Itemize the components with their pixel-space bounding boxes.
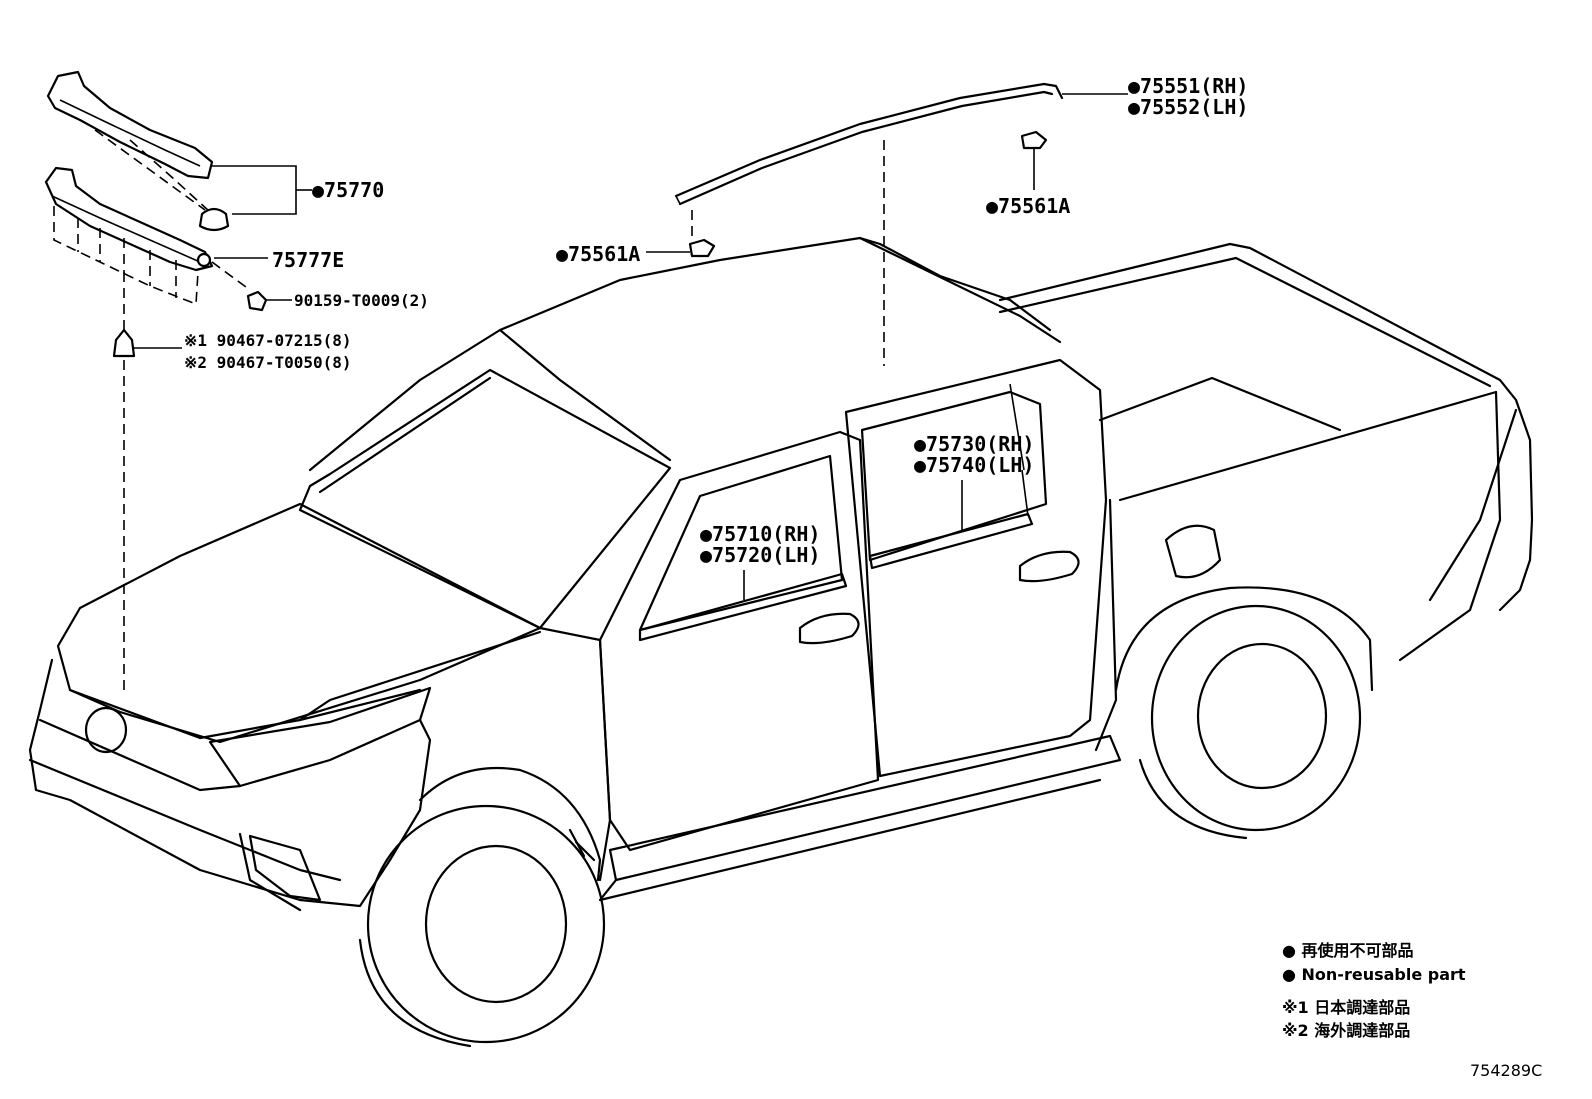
callout-90467-overseas: ※2 90467-T0050(8) xyxy=(184,353,352,372)
clip-75770 xyxy=(198,207,230,232)
fog-light xyxy=(248,834,322,902)
clip-90467 xyxy=(112,328,136,358)
legend-note-2: ※2 海外調達部品 xyxy=(1282,1021,1410,1040)
hood xyxy=(56,502,542,744)
legend-non-reusable-jp: ● 再使用不可部品 xyxy=(1282,941,1414,960)
callout-75770: ●75770 xyxy=(312,178,384,202)
legend-note-1: ※1 日本調達部品 xyxy=(1282,998,1410,1017)
legend: ● 再使用不可部品 ● Non-reusable part ※1 日本調達部品 … xyxy=(1282,941,1466,1040)
callout-90159: 90159-T0009(2) xyxy=(294,291,429,310)
rear-wheel xyxy=(1150,604,1362,832)
front-door-handle xyxy=(798,612,860,645)
rear-door xyxy=(844,358,1108,778)
truck-bed xyxy=(998,242,1534,562)
rear-door-handle xyxy=(1018,550,1080,583)
callout-75740-lh: ●75740(LH) xyxy=(914,453,1034,477)
callout-labels: ●75770 75777E 90159-T0009(2) ※1 90467-07… xyxy=(184,74,1248,567)
fuel-door xyxy=(1164,524,1222,579)
callout-75777e: 75777E xyxy=(272,248,344,272)
legend-non-reusable-en: ● Non-reusable part xyxy=(1282,965,1466,984)
headlight xyxy=(208,686,432,788)
diagram-code: 754289C xyxy=(1470,1061,1542,1080)
callout-75552-lh: ●75552(LH) xyxy=(1128,95,1248,119)
callout-75720-lh: ●75720(LH) xyxy=(700,543,820,567)
bonnet-protector-parts xyxy=(44,70,312,690)
callout-75730-rh: ●75730(RH) xyxy=(914,432,1034,456)
callout-75551-rh: ●75551(RH) xyxy=(1128,74,1248,98)
toyota-emblem xyxy=(84,706,128,754)
clip-75561a-right xyxy=(1020,130,1048,150)
front-door xyxy=(598,430,880,852)
clip-75561a-left xyxy=(688,238,716,258)
roof-moulding xyxy=(646,82,1128,366)
callout-75710-rh: ●75710(RH) xyxy=(700,522,820,546)
bonnet-protector-upper xyxy=(46,70,214,180)
callout-90467-jp: ※1 90467-07215(8) xyxy=(184,331,352,350)
roof-drip-moulding xyxy=(674,82,1064,198)
callout-75561a-right: ●75561A xyxy=(986,194,1070,218)
callout-75561a-left: ●75561A xyxy=(556,242,640,266)
cab-roof xyxy=(308,236,1052,472)
door-label-leaders xyxy=(743,480,963,600)
bonnet-protector-lower xyxy=(44,166,214,272)
pickup-truck xyxy=(28,236,1534,1048)
front-wheel xyxy=(366,804,606,1044)
side-step xyxy=(608,734,1122,882)
bolt-90159 xyxy=(246,290,268,312)
windshield xyxy=(298,368,672,630)
